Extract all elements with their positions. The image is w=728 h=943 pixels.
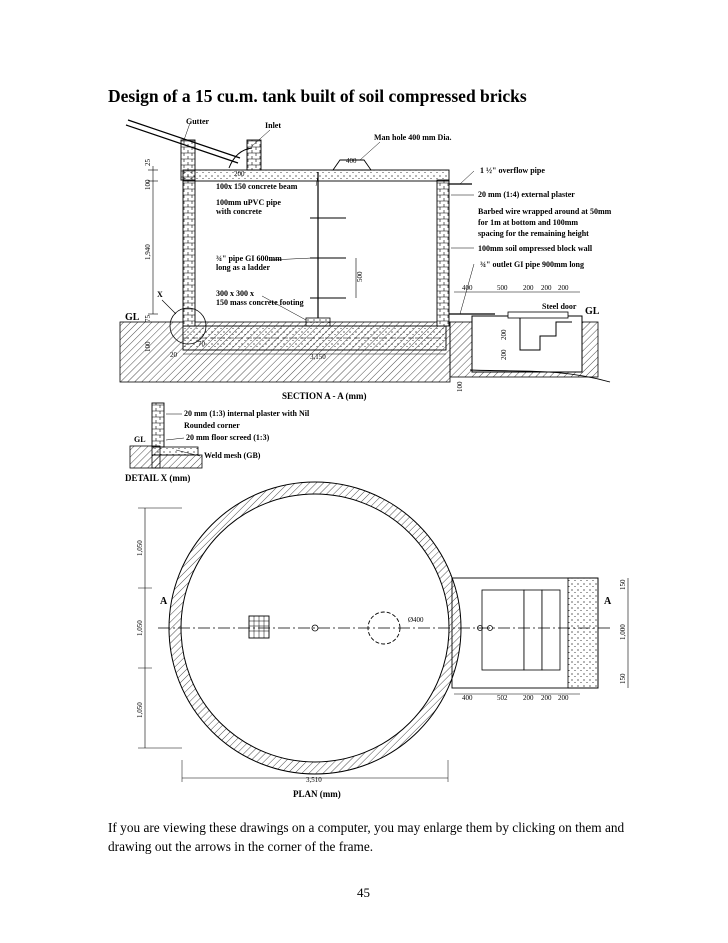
- plan-dim-1050a: 1,050: [136, 540, 144, 556]
- dim-step-200c: 200: [558, 284, 569, 292]
- tap-chamber: [471, 315, 583, 373]
- plan-caption: PLAN (mm): [293, 789, 341, 799]
- dim-200: 200: [234, 170, 245, 178]
- dim-3150: 3,150: [310, 353, 326, 361]
- inlet-pipe: [228, 147, 253, 169]
- roof-sheet: [127, 119, 241, 159]
- plan-dim-150a: 150: [619, 579, 627, 590]
- dim-step-200a: 200: [523, 284, 534, 292]
- dim-step-500: 500: [497, 284, 508, 292]
- label-x: X: [157, 290, 163, 299]
- detail-rounded: Rounded corner: [184, 421, 240, 430]
- detail-internal-plaster: 20 mm (1:3) internal plaster with Nil: [184, 409, 310, 418]
- plan-dim-150b: 150: [619, 673, 627, 684]
- footnote: If you are viewing these drawings on a c…: [108, 820, 625, 854]
- dim-100: 100: [144, 179, 152, 190]
- section-caption: SECTION A - A (mm): [282, 391, 367, 401]
- dim-v100: 100: [456, 381, 464, 392]
- label-manhole: Man hole 400 mm Dia.: [374, 133, 452, 142]
- dim-v200a: 200: [500, 329, 508, 340]
- section-view: Gutter Inlet Man hole 400 mm Dia. 100x 1…: [119, 117, 612, 401]
- plan-dim-1050c: 1,050: [136, 702, 144, 718]
- dim-70: 70: [198, 340, 206, 348]
- label-gl-left: GL: [125, 312, 140, 323]
- dim-step-400: 400: [462, 284, 473, 292]
- label-overflow: 1 ½" overflow pipe: [480, 166, 545, 175]
- plan-dim-1050b: 1,050: [136, 620, 144, 636]
- detail-caption: DETAIL X (mm): [125, 473, 190, 483]
- plan-dim-200c: 200: [558, 694, 569, 702]
- right-wall: [436, 179, 450, 327]
- dim-1940: 1,940: [144, 244, 152, 260]
- plan-manhole-label: Ø400: [408, 616, 424, 624]
- label-gl-right: GL: [585, 306, 600, 317]
- label-ext-plaster: 20 mm (1:4) external plaster: [478, 190, 575, 199]
- plan-dim-1000: 1,000: [619, 624, 627, 640]
- left-wall: [182, 179, 196, 327]
- label-beam: 100x 150 concrete beam: [216, 182, 298, 191]
- dim-step-200b: 200: [541, 284, 552, 292]
- label-gutter: Gutter: [186, 117, 210, 126]
- plan-dim-502: 502: [497, 694, 508, 702]
- plan-dim-width: 3,510: [306, 776, 322, 784]
- plan-dim-200a: 200: [523, 694, 534, 702]
- detail-x-marker: [169, 307, 207, 345]
- label-inlet: Inlet: [265, 121, 281, 130]
- plan-a-left: A: [160, 596, 168, 607]
- detail-x-view: 20 mm (1:3) internal plaster with Nil Ro…: [125, 402, 310, 483]
- dim-75: 75: [144, 315, 152, 323]
- dim-500: 500: [356, 271, 364, 282]
- dim-25: 25: [144, 159, 152, 167]
- page-title: Design of a 15 cu.m. tank built of soil …: [108, 86, 527, 106]
- label-wall: 100mm soil ompressed block wall: [478, 244, 593, 253]
- detail-screed: 20 mm floor screed (1:3): [186, 433, 270, 442]
- dim-100b: 100: [144, 341, 152, 352]
- plan-dim-400: 400: [462, 694, 473, 702]
- label-steel-door: Steel door: [542, 302, 577, 311]
- dim-v200b: 200: [500, 349, 508, 360]
- manhole-cover: [332, 159, 372, 171]
- plan-view: Ø400 1,050 1,050 1,050 3,510 400 502 200…: [136, 481, 629, 799]
- label-outlet: ¾" outlet GI pipe 900mm long: [480, 260, 584, 269]
- plan-a-right: A: [604, 596, 612, 607]
- roof-slab: [182, 169, 450, 182]
- page-number: 45: [357, 885, 370, 900]
- dim-20: 20: [170, 351, 178, 359]
- detail-weld: Weld mesh (GB): [204, 451, 261, 460]
- detail-gl: GL: [134, 435, 146, 444]
- dim-400: 400: [346, 157, 357, 165]
- plan-dim-200b: 200: [541, 694, 552, 702]
